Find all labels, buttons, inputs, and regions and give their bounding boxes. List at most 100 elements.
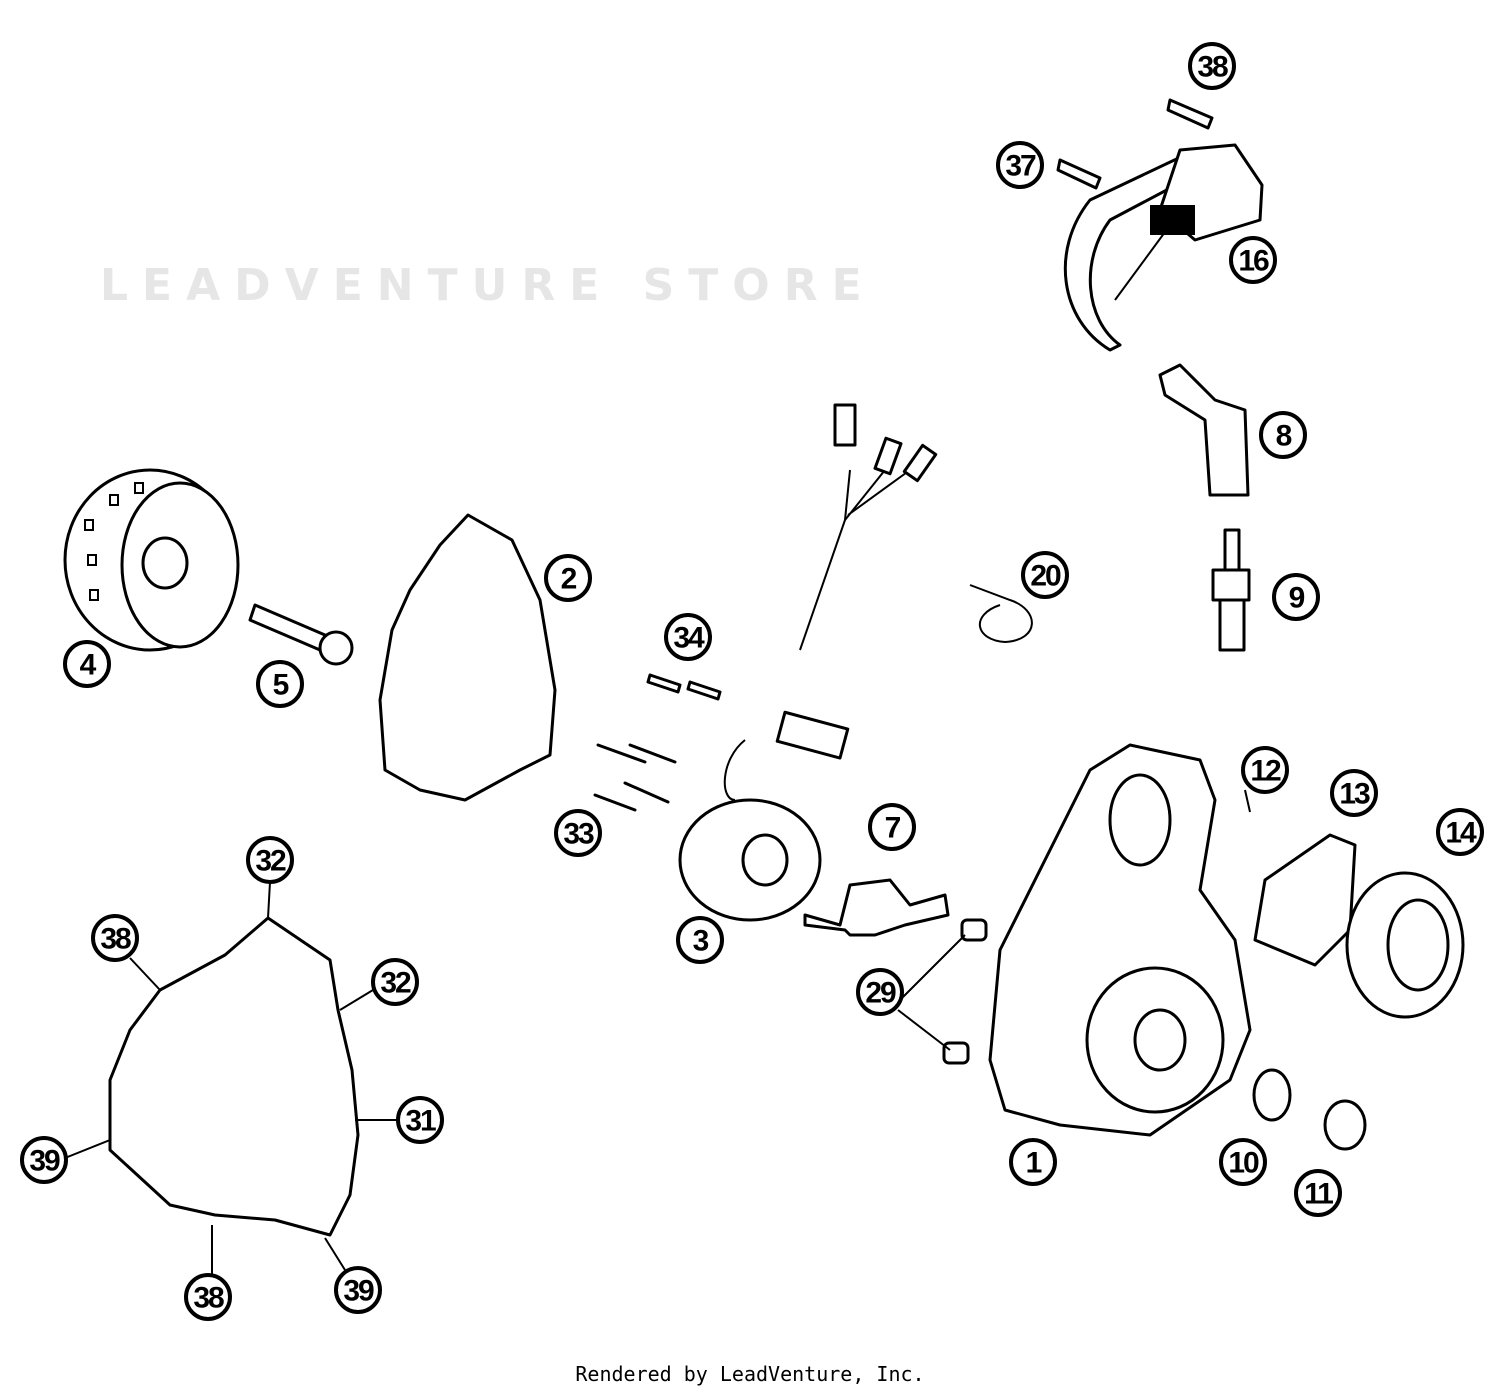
part-ignition-coil xyxy=(1056,98,1264,352)
part-cover-plug xyxy=(1323,1099,1367,1151)
callout-25[interactable]: 38 xyxy=(184,1273,232,1321)
watermark: LEADVENTURE STORE xyxy=(100,260,876,311)
callout-circle xyxy=(1294,1169,1342,1217)
callout-circle xyxy=(184,1273,232,1321)
callout-18[interactable]: 11 xyxy=(1294,1169,1342,1217)
callout-13[interactable]: 12 xyxy=(1241,746,1289,794)
callout-24[interactable]: 39 xyxy=(20,1136,68,1184)
part-o-ring xyxy=(1252,1068,1292,1122)
part-starter-cover xyxy=(1345,871,1465,1019)
callout-circle xyxy=(246,836,294,884)
callout-1[interactable]: 37 xyxy=(996,141,1044,189)
callout-circle xyxy=(371,958,419,1006)
callout-label: 5 xyxy=(273,669,289,702)
callout-6[interactable]: 2 xyxy=(544,554,592,602)
callout-circle xyxy=(1241,746,1289,794)
callout-label: 9 xyxy=(1289,582,1305,615)
callout-16[interactable]: 1 xyxy=(1009,1138,1057,1186)
part-bolt xyxy=(248,603,354,666)
callout-circle xyxy=(334,1266,382,1314)
callout-10[interactable]: 33 xyxy=(554,809,602,857)
callout-label: 37 xyxy=(1005,150,1036,183)
callout-circle xyxy=(544,554,592,602)
callout-2[interactable]: 16 xyxy=(1229,236,1277,284)
callout-8[interactable]: 5 xyxy=(256,660,304,708)
callout-circle xyxy=(676,916,724,964)
callout-label: 32 xyxy=(380,967,411,1000)
callout-circle xyxy=(1229,236,1277,284)
callout-circle xyxy=(868,803,916,851)
callout-circle xyxy=(63,640,111,688)
callout-circle xyxy=(1009,1138,1057,1186)
callout-label: 12 xyxy=(1250,755,1281,788)
callout-12[interactable]: 7 xyxy=(868,803,916,851)
part-spark-plug-cap xyxy=(1158,363,1250,497)
callout-0[interactable]: 38 xyxy=(1188,42,1236,90)
callout-label: 4 xyxy=(80,649,97,682)
leader-lines xyxy=(64,789,1251,1275)
callout-label: 7 xyxy=(885,812,901,845)
callout-26[interactable]: 39 xyxy=(334,1266,382,1314)
callout-circle xyxy=(256,660,304,708)
part-cable-tie xyxy=(969,584,1033,644)
callout-11[interactable]: 3 xyxy=(676,916,724,964)
callout-label: 39 xyxy=(343,1275,374,1308)
callout-5[interactable]: 20 xyxy=(1021,551,1069,599)
callout-label: 32 xyxy=(255,845,286,878)
callout-23[interactable]: 31 xyxy=(396,1096,444,1144)
callout-circle xyxy=(1219,1138,1267,1186)
callout-label: 33 xyxy=(563,818,594,851)
callout-15[interactable]: 14 xyxy=(1436,808,1484,856)
callout-4[interactable]: 9 xyxy=(1272,573,1320,621)
part-dowels xyxy=(942,918,988,1065)
callout-17[interactable]: 10 xyxy=(1219,1138,1267,1186)
callout-circle xyxy=(91,914,139,962)
callout-3[interactable]: 8 xyxy=(1259,411,1307,459)
footer-credit: Rendered by LeadVenture, Inc. xyxy=(575,1362,925,1386)
callout-circle xyxy=(996,141,1044,189)
callout-label: 3 xyxy=(693,925,709,958)
part-cover-gasket xyxy=(108,916,360,1237)
callout-label: 11 xyxy=(1304,1178,1333,1211)
part-small-gasket xyxy=(1253,833,1357,967)
callout-circle xyxy=(1188,42,1236,90)
callout-label: 16 xyxy=(1238,245,1269,278)
callout-label: 2 xyxy=(561,563,577,596)
callout-7[interactable]: 4 xyxy=(63,640,111,688)
callout-22[interactable]: 32 xyxy=(371,958,419,1006)
callout-circle xyxy=(1259,411,1307,459)
callout-circle xyxy=(1330,769,1378,817)
callout-21[interactable]: 38 xyxy=(91,914,139,962)
part-stator xyxy=(678,403,938,922)
callout-label: 31 xyxy=(405,1105,436,1138)
callout-circle xyxy=(1021,551,1069,599)
callout-circle xyxy=(856,968,904,1016)
callout-label: 38 xyxy=(193,1282,224,1315)
part-pickup xyxy=(803,878,950,937)
callout-label: 13 xyxy=(1339,778,1370,811)
part-gasket xyxy=(378,513,557,802)
callout-label: 1 xyxy=(1026,1147,1042,1180)
callout-20[interactable]: 32 xyxy=(246,836,294,884)
part-ignition-cover xyxy=(988,743,1252,1137)
callout-label: 38 xyxy=(100,923,131,956)
part-screws xyxy=(593,673,722,812)
part-flywheel xyxy=(63,468,240,652)
part-spark-plug xyxy=(1211,528,1251,652)
callout-label: 38 xyxy=(1197,51,1228,84)
callout-label: 20 xyxy=(1030,560,1061,593)
callout-circle xyxy=(664,613,712,661)
callout-label: 8 xyxy=(1276,420,1292,453)
callout-label: 29 xyxy=(865,977,896,1010)
callout-label: 14 xyxy=(1445,817,1477,850)
callout-circle xyxy=(1436,808,1484,856)
callout-label: 10 xyxy=(1228,1147,1259,1180)
callout-19[interactable]: 29 xyxy=(856,968,904,1016)
callout-label: 39 xyxy=(29,1145,60,1178)
callout-circle xyxy=(1272,573,1320,621)
callout-circle xyxy=(20,1136,68,1184)
callout-9[interactable]: 34 xyxy=(664,613,712,661)
callout-circle xyxy=(554,809,602,857)
callout-14[interactable]: 13 xyxy=(1330,769,1378,817)
